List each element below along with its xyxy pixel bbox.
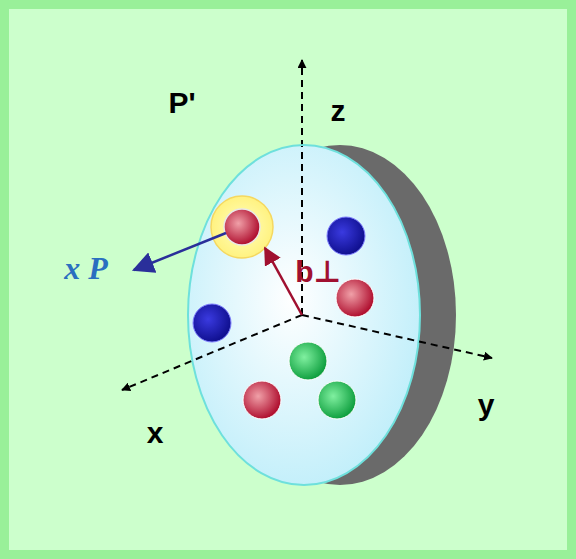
momentum-arrow xyxy=(134,233,226,270)
blue-parton xyxy=(327,217,365,255)
red-parton xyxy=(243,381,281,419)
frame-label: P' xyxy=(168,88,195,118)
red-parton xyxy=(224,209,260,245)
halo xyxy=(211,196,273,258)
axis-label: y xyxy=(478,390,495,420)
green-parton xyxy=(318,381,356,419)
axis-label: z xyxy=(331,96,346,126)
y-axis xyxy=(302,315,492,358)
background xyxy=(9,9,567,550)
blue-parton xyxy=(193,304,231,342)
z-axis-front xyxy=(301,146,303,315)
impact-parameter-label: b⊥ xyxy=(295,257,341,287)
momentum-label: x P xyxy=(64,252,108,284)
axis-label: x xyxy=(147,418,164,448)
green-parton xyxy=(289,342,327,380)
red-parton xyxy=(336,279,374,317)
